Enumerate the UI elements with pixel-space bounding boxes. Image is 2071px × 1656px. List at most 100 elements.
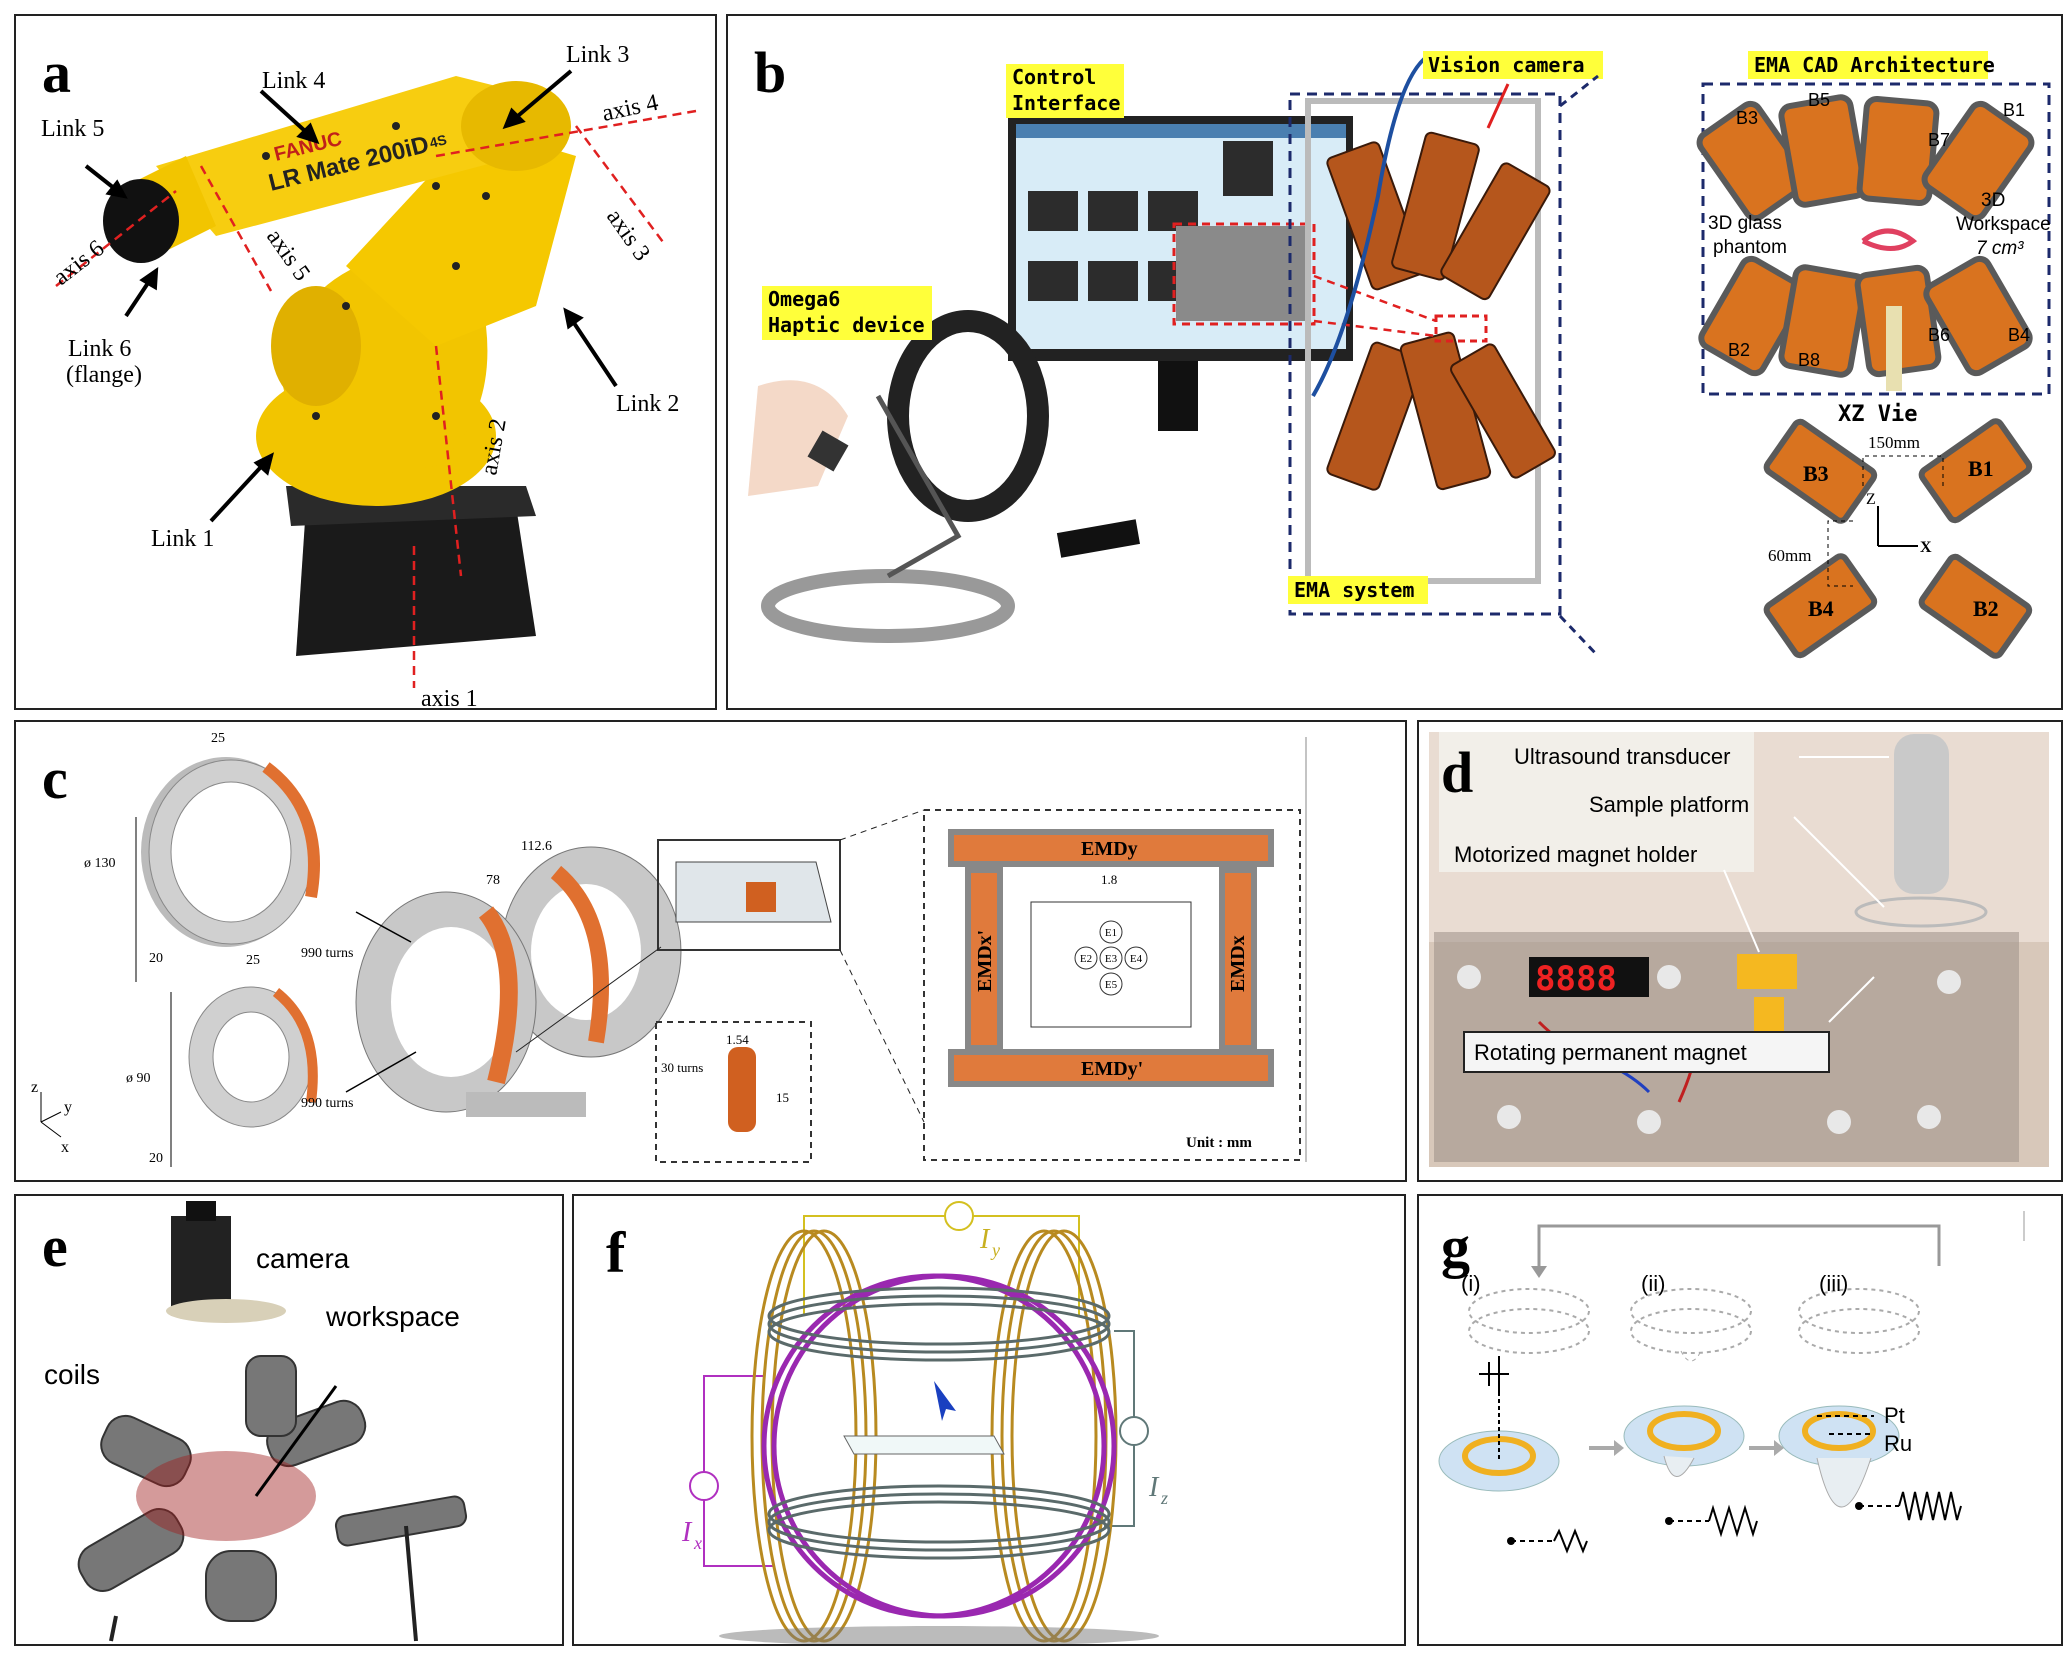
- coil-b7: B7: [1928, 130, 1950, 150]
- ema-setup-illustration: Omega6 Haptic device Control Interface V…: [748, 51, 2051, 659]
- label-rotating-magnet: Rotating permanent magnet: [1474, 1040, 1747, 1065]
- panel-label-g: g: [1441, 1214, 1470, 1279]
- panel-d: 8888 Ultrasound transducer Sample platfo…: [1417, 720, 2063, 1182]
- label-vision-camera: Vision camera: [1428, 53, 1585, 77]
- electrode-process-diagram: (i) (ii) (iii) Pt Ru: [1438, 1211, 2025, 1554]
- label-axis-6: axis 6: [49, 235, 110, 290]
- current-iz: I: [1148, 1472, 1160, 1503]
- panel-label-f: f: [606, 1220, 626, 1285]
- xz-b4: B4: [1808, 596, 1834, 621]
- dim-25-a: 25: [211, 731, 225, 746]
- current-ix: I: [681, 1517, 693, 1548]
- step-iii: (iii): [1819, 1271, 1848, 1296]
- electrode-e5: E5: [1105, 979, 1118, 991]
- label-link-1: Link 1: [151, 526, 214, 552]
- step-i: (i): [1461, 1271, 1481, 1296]
- label-ema-system: EMA system: [1294, 578, 1414, 602]
- label-cad-architecture: EMA CAD Architecture: [1754, 53, 1995, 77]
- turns-990-a: 990 turns: [301, 946, 354, 961]
- dim-20-b: 20: [149, 1151, 163, 1166]
- label-control: Control: [1012, 65, 1096, 89]
- panel-e: e camera workspace coils: [14, 1194, 564, 1646]
- label-xz-view: XZ Vie: [1838, 402, 1917, 427]
- coil-b2: B2: [1728, 340, 1750, 360]
- electrode-e2: E2: [1080, 953, 1092, 965]
- step-ii: (ii): [1641, 1271, 1665, 1296]
- panel-b: b: [726, 14, 2063, 710]
- label-link-2: Link 2: [616, 391, 679, 417]
- turns-30: 30 turns: [661, 1060, 703, 1075]
- coil-system-diagram: 25 ø 130 20 990 turns 25 ø 90 20 990 tur…: [31, 731, 1307, 1167]
- label-coils: coils: [44, 1359, 100, 1390]
- coil-b3: B3: [1736, 108, 1758, 128]
- label-axis-5: axis 5: [261, 225, 315, 286]
- coil-b8: B8: [1798, 350, 1820, 370]
- current-iy: I: [979, 1224, 991, 1255]
- turns-990-b: 990 turns: [301, 1096, 354, 1111]
- label-link-5: Link 5: [41, 116, 104, 142]
- robot-arm-illustration: FANUC LR Mate 200iD 4S Link 4 Link 3 Lin…: [41, 42, 697, 708]
- coil-b4: B4: [2008, 325, 2030, 345]
- coil-workspace-photo: camera workspace coils: [44, 1201, 468, 1642]
- helmholtz-coil-diagram: I y I x I z: [681, 1201, 1168, 1644]
- label-axis-4: axis 4: [600, 90, 661, 127]
- current-iz-sub: z: [1160, 1488, 1168, 1508]
- dim-25-b: 25: [246, 953, 260, 968]
- panel-a: a FANUC LR: [14, 14, 717, 710]
- label-sample-platform: Sample platform: [1589, 792, 1749, 817]
- panel-g: g: [1417, 1194, 2063, 1646]
- dim-15: 15: [776, 1090, 789, 1105]
- panel-label-c: c: [42, 746, 68, 811]
- robot-model-sub: 4S: [428, 131, 448, 151]
- electrode-e4: E4: [1130, 953, 1143, 965]
- coil-emdy: EMDy: [1081, 838, 1138, 860]
- label-camera: camera: [256, 1243, 350, 1274]
- label-workspace: Workspace: [1956, 214, 2051, 235]
- dim-150mm: 150mm: [1868, 433, 1920, 452]
- dim-112: 112.6: [521, 839, 552, 854]
- dim-60mm: 60mm: [1768, 546, 1811, 565]
- dim-78: 78: [486, 873, 500, 888]
- ultrasound-setup-photo: 8888 Ultrasound transducer Sample platfo…: [1429, 732, 2049, 1167]
- dim-130: ø 130: [84, 856, 116, 871]
- dim-90: ø 90: [126, 1071, 151, 1086]
- dim-1-8: 1.8: [1101, 872, 1117, 887]
- material-pt: Pt: [1884, 1403, 1905, 1428]
- seven-seg-display: 8888: [1535, 959, 1617, 999]
- coil-b1: B1: [2003, 100, 2025, 120]
- label-link-6-flange: (flange): [66, 362, 142, 388]
- material-ru: Ru: [1884, 1431, 1912, 1456]
- dim-20-a: 20: [149, 951, 163, 966]
- label-glass: 3D glass: [1708, 213, 1782, 234]
- xz-b1: B1: [1968, 456, 1994, 481]
- panel-label-b: b: [754, 40, 787, 105]
- coil-b6: B6: [1928, 325, 1950, 345]
- panel-label-d: d: [1441, 740, 1474, 805]
- label-link-3: Link 3: [566, 42, 629, 68]
- xz-b3: B3: [1803, 461, 1829, 486]
- label-axis-1: axis 1: [421, 686, 478, 708]
- coil-emdx-prime: EMDx': [974, 930, 996, 992]
- coil-b5: B5: [1808, 90, 1830, 110]
- electrode-e1: E1: [1105, 927, 1117, 939]
- label-link-4: Link 4: [262, 68, 325, 94]
- panel-f: f I: [572, 1194, 1406, 1646]
- label-3d: 3D: [1981, 190, 2005, 211]
- coil-emdx: EMDx: [1227, 935, 1249, 992]
- panel-label-a: a: [42, 40, 71, 105]
- label-omega6: Omega6: [768, 287, 840, 311]
- label-link-6: Link 6: [68, 336, 131, 362]
- panel-label-e: e: [42, 1214, 68, 1279]
- current-iy-sub: y: [990, 1240, 1000, 1260]
- label-ultrasound-transducer: Ultrasound transducer: [1514, 744, 1730, 769]
- unit-label: Unit : mm: [1186, 1135, 1252, 1151]
- xz-b2: B2: [1973, 596, 1999, 621]
- electrode-e3: E3: [1105, 953, 1118, 965]
- label-interface: Interface: [1012, 91, 1120, 115]
- c-axis-y: y: [64, 1099, 72, 1116]
- label-haptic-device: Haptic device: [768, 313, 925, 337]
- label-workspace: workspace: [325, 1301, 460, 1332]
- label-phantom: phantom: [1713, 237, 1787, 258]
- dim-1-54: 1.54: [726, 1032, 749, 1047]
- xz-axis-z: Z: [1866, 491, 1876, 508]
